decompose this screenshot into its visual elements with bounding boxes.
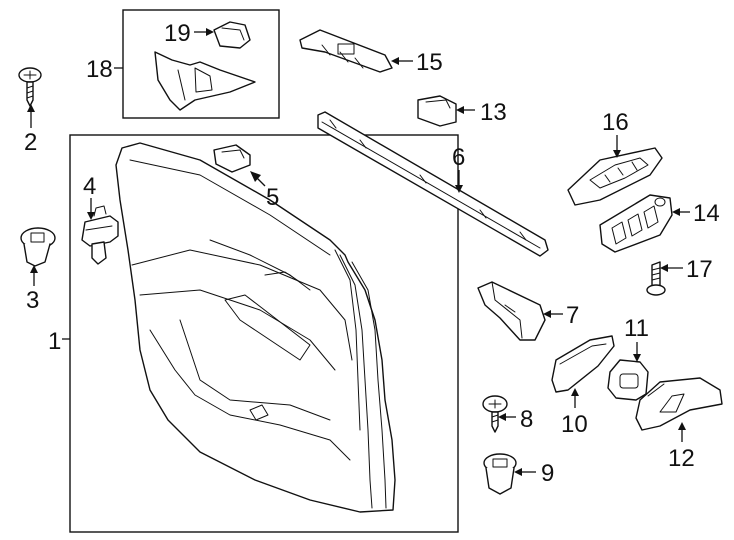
callout-3: 3 bbox=[26, 287, 39, 314]
callout-16: 16 bbox=[602, 109, 629, 136]
switch-panel-bezel bbox=[299, 29, 393, 73]
master-switch-bezel bbox=[567, 147, 663, 206]
callout-18: 18 bbox=[86, 56, 113, 83]
callout-15: 15 bbox=[416, 49, 443, 76]
callout-1: 1 bbox=[48, 328, 61, 355]
callout-10: 10 bbox=[561, 411, 588, 438]
callouts: 1 2 3 4 5 6 7 8 9 10 11 12 13 14 15 16 1… bbox=[24, 20, 720, 487]
callout-19: 19 bbox=[164, 20, 191, 47]
callout-17: 17 bbox=[686, 256, 713, 283]
handle-bezel bbox=[635, 377, 723, 431]
panel-clip bbox=[81, 205, 119, 265]
callout-4: 4 bbox=[83, 173, 96, 200]
callout-11: 11 bbox=[624, 315, 649, 342]
pull-cup-group-box bbox=[122, 9, 280, 119]
callout-9: 9 bbox=[541, 460, 554, 487]
callout-8: 8 bbox=[520, 406, 533, 433]
callout-7: 7 bbox=[566, 302, 579, 329]
callout-6: 6 bbox=[452, 144, 465, 171]
trim-screw bbox=[18, 67, 42, 107]
belt-weatherstrip bbox=[317, 111, 549, 257]
mounting-bolt bbox=[646, 261, 666, 296]
push-grommet bbox=[20, 227, 56, 267]
callout-13: 13 bbox=[480, 99, 507, 126]
nut-grommet bbox=[483, 453, 517, 495]
mounting-bracket bbox=[477, 281, 546, 341]
window-switch-assembly bbox=[599, 194, 673, 253]
control-switch bbox=[607, 359, 649, 401]
retainer-clip bbox=[213, 144, 251, 173]
callout-5: 5 bbox=[266, 184, 279, 211]
switch-bezel-cover bbox=[551, 335, 615, 393]
callout-14: 14 bbox=[693, 200, 720, 227]
leader-lines bbox=[27, 28, 690, 476]
callout-2: 2 bbox=[24, 129, 37, 156]
panel-screw bbox=[482, 395, 508, 433]
lock-switch bbox=[417, 95, 457, 127]
door-panel-group-box bbox=[69, 134, 459, 533]
callout-12: 12 bbox=[668, 445, 695, 472]
pull-cup bbox=[154, 51, 256, 111]
pull-cup-clip bbox=[213, 21, 251, 49]
door-trim-panel bbox=[115, 142, 396, 513]
